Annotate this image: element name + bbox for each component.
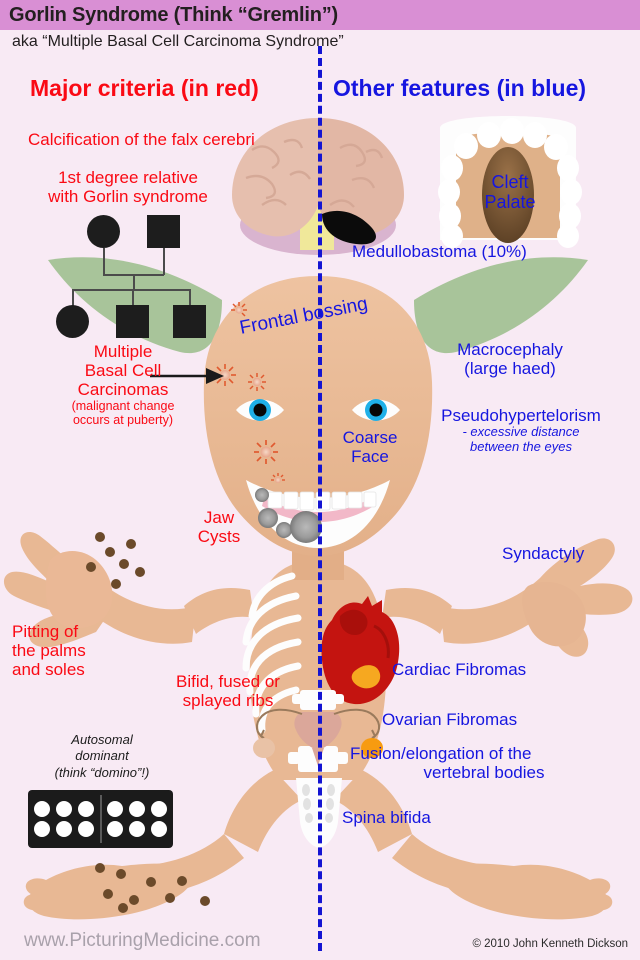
- domino-pip: [55, 801, 72, 817]
- label-cleft-palate: Cleft Palate: [484, 172, 536, 213]
- palate-illustration: [438, 116, 582, 248]
- label-pseudohypertelorism: Pseudohypertelorism - excessive distance…: [404, 406, 638, 454]
- domino-pip: [107, 821, 124, 837]
- pedigree-gen2-male-2: [173, 305, 206, 338]
- domino-tile: [28, 790, 173, 848]
- pedigree-gen1-male: [147, 215, 180, 248]
- other-features-heading: Other features (in blue): [333, 75, 587, 101]
- label-medulloblastoma: Medullobastoma (10%): [352, 242, 527, 261]
- heart-with-fibroma: [321, 596, 400, 705]
- palm-pits: [86, 532, 145, 589]
- title-bar: Gorlin Syndrome (Think “Gremlin”): [0, 0, 640, 30]
- label-falx-calcification: Calcification of the falx cerebri: [28, 130, 255, 149]
- label-pseudohypertelorism-note-1: - excessive distance: [462, 424, 580, 440]
- pedigree-line: [132, 289, 134, 306]
- domino-pip: [55, 821, 72, 837]
- pedigree-line: [189, 289, 191, 306]
- pedigree-gen2-male-1: [116, 305, 149, 338]
- label-jaw-cysts: Jaw Cysts: [197, 508, 241, 547]
- label-basal-cell-carcinomas: Multiple Basal Cell Carcinomas (malignan…: [58, 342, 188, 427]
- domino-pip: [151, 821, 168, 837]
- label-bcc-note-2: occurs at puberty): [72, 413, 174, 428]
- domino-pip: [33, 801, 50, 817]
- brain-illustration: [232, 118, 404, 255]
- label-palm-sole-pitting: Pitting of the palms and soles: [12, 622, 86, 680]
- label-vertebral-bodies: Fusion/elongation of the vertebral bodie…: [350, 744, 545, 783]
- pedigree-gen1-female: [87, 215, 120, 248]
- pedigree-line: [72, 289, 190, 291]
- domino-pip: [129, 821, 146, 837]
- eyes: [236, 399, 400, 421]
- label-syndactyly: Syndactyly: [502, 544, 585, 563]
- jaw-cysts: [255, 488, 322, 543]
- inheritance-note: Autosomal dominant (think “domino”!): [54, 732, 150, 780]
- domino-right-half: [102, 790, 174, 848]
- major-criteria-heading: Major criteria (in red): [30, 75, 259, 101]
- cleft-palate-opening: [482, 147, 534, 243]
- label-first-degree-relative: 1st degree relative with Gorlin syndrome: [48, 168, 208, 207]
- domino-pip: [77, 801, 94, 817]
- medulloblastoma-mass: [322, 210, 377, 245]
- label-macrocephaly: Macrocephaly (large haed): [457, 340, 563, 379]
- label-bcc-note-1: (malignant change: [71, 399, 175, 414]
- left-foot-with-pitting: [23, 863, 210, 920]
- label-cardiac-fibromas: Cardiac Fibromas: [392, 660, 527, 679]
- teeth: [267, 491, 377, 511]
- cardiac-fibroma: [351, 665, 381, 689]
- ovarian-fibroma: [361, 738, 383, 758]
- right-foot: [443, 863, 613, 920]
- label-spina-bifida: Spina bifida: [342, 808, 431, 827]
- domino-pip: [129, 801, 146, 817]
- pedigree-line: [133, 274, 135, 290]
- domino-divider: [99, 795, 102, 843]
- pedigree-gen2-female: [56, 305, 89, 338]
- copyright-notice: © 2010 John Kenneth Dickson: [472, 938, 628, 950]
- sole-pits: [95, 863, 210, 913]
- page-title: Gorlin Syndrome (Think “Gremlin”): [9, 3, 338, 26]
- subtitle: aka “Multiple Basal Cell Carcinoma Syndr…: [12, 33, 344, 50]
- domino-pip: [77, 821, 94, 837]
- domino-pip: [33, 821, 50, 837]
- left-hand-with-pitting: [3, 531, 145, 648]
- label-coarse-face: Coarse Face: [342, 428, 398, 467]
- website-credit: www.PicturingMedicine.com: [24, 930, 261, 951]
- label-ovarian-fibromas: Ovarian Fibromas: [382, 710, 518, 729]
- ribs: [242, 572, 302, 734]
- pedigree-chart: [56, 215, 240, 338]
- domino-pip: [107, 801, 124, 817]
- pedigree-line: [163, 248, 165, 275]
- midline-divider: [318, 46, 322, 951]
- label-bifid-ribs: Bifid, fused or splayed ribs: [176, 672, 280, 711]
- domino-left-half: [28, 790, 100, 848]
- right-hand-syndactyly: [522, 538, 633, 657]
- label-pseudohypertelorism-note-2: between the eyes: [470, 438, 572, 454]
- pedigree-line: [72, 289, 74, 306]
- domino-pip: [151, 801, 168, 817]
- bcc-pointer-arrow: [150, 368, 224, 384]
- pedigree-line: [103, 248, 105, 275]
